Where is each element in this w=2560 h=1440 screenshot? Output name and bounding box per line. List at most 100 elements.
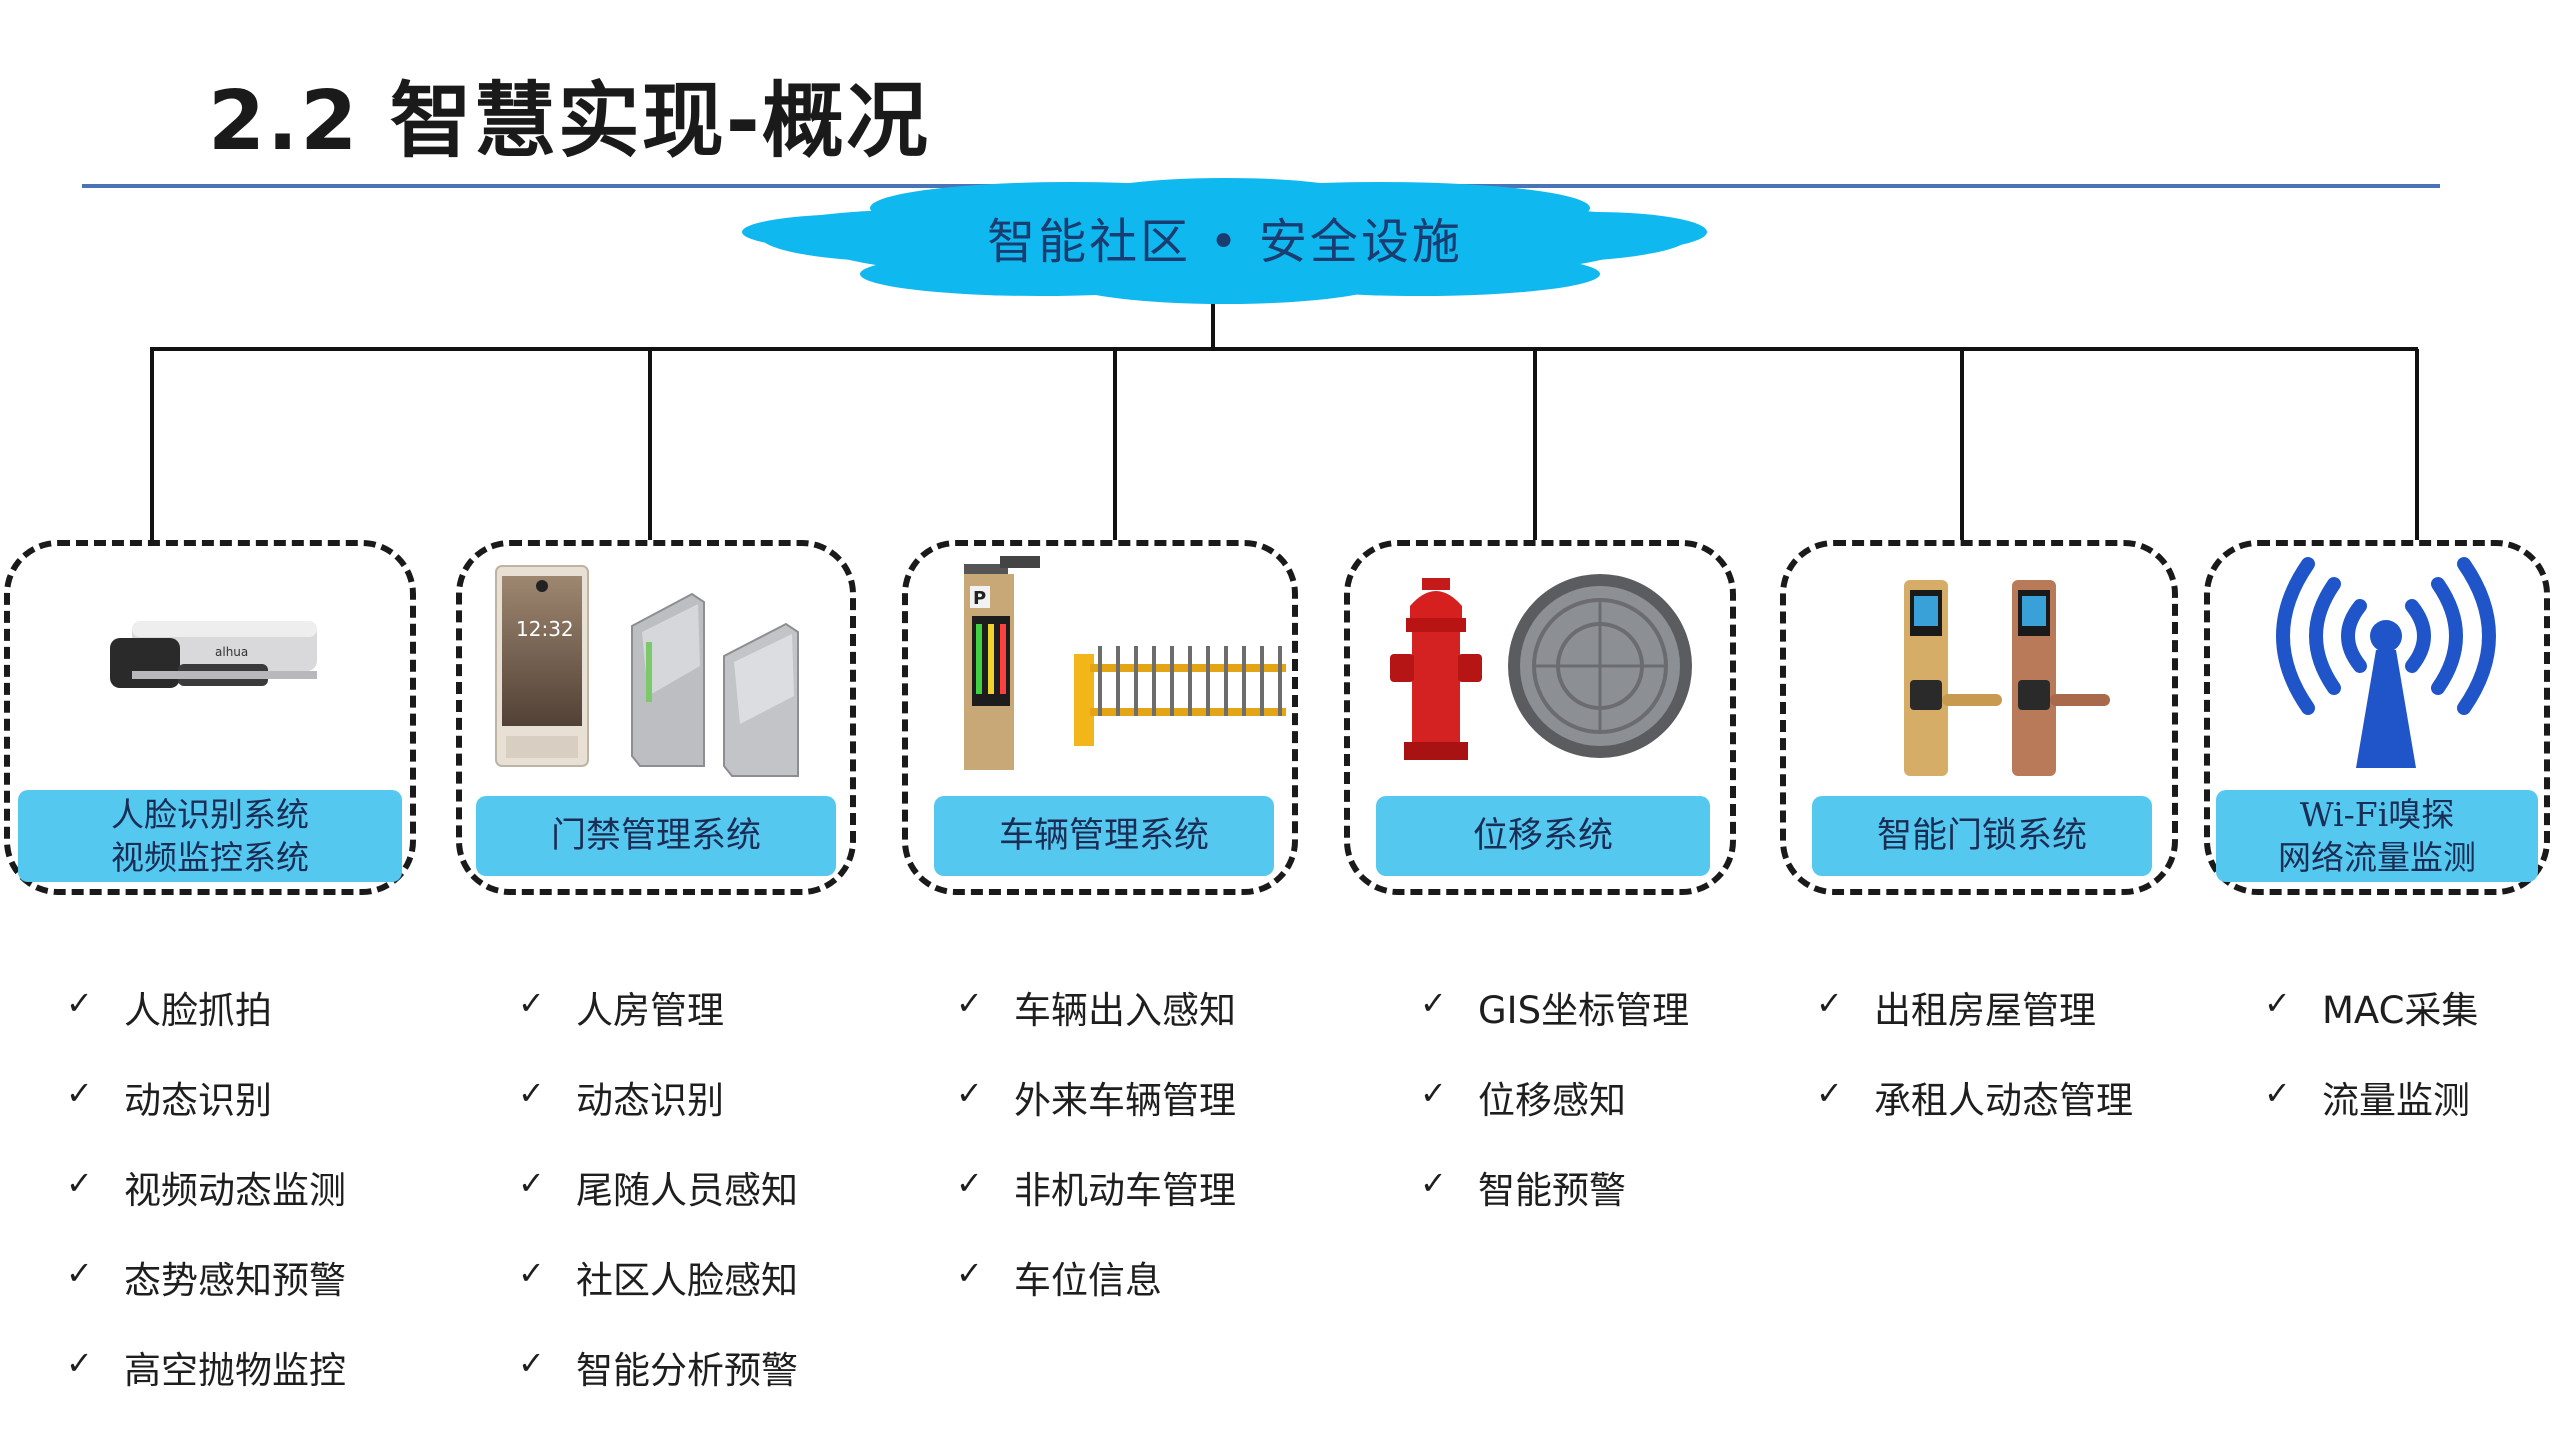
feature-item: ✓ 视频动态监测 [64,1160,346,1250]
feature-text: 人脸抓拍 [124,989,272,1032]
module-panel-vehicle: P 车辆管理系统 [902,540,1298,895]
feature-text: 社区人脸感知 [576,1259,798,1302]
feature-text: 视频动态监测 [124,1169,346,1212]
check-icon: ✓ [1420,984,1447,1022]
feature-text: 车辆出入感知 [1014,989,1236,1032]
feature-text: 非机动车管理 [1014,1169,1236,1212]
check-icon: ✓ [66,984,93,1022]
feature-text: GIS坐标管理 [1478,989,1690,1032]
feature-item: ✓ 尾随人员感知 [516,1160,798,1250]
check-icon: ✓ [1420,1074,1447,1112]
feature-text: 智能分析预警 [576,1349,798,1392]
root-cloud-node: 智能社区 • 安全设施 [740,178,1710,306]
feature-text: 智能预警 [1478,1169,1626,1212]
feature-item: ✓ 车辆出入感知 [954,980,1236,1070]
module-label-line: 视频监控系统 [111,838,309,877]
module-label-line: 人脸识别系统 [111,795,309,834]
module-label: Wi-Fi嗅探 网络流量监测 [2216,790,2538,882]
feature-text: 动态识别 [124,1079,272,1122]
feature-text: MAC采集 [2322,989,2479,1032]
module-label-line: 位移系统 [1472,816,1613,856]
check-icon: ✓ [956,1254,983,1292]
module-label-line: 车辆管理系统 [998,816,1209,856]
check-icon: ✓ [66,1344,93,1382]
feature-item: ✓ 车位信息 [954,1250,1236,1340]
feature-item: ✓ 承租人动态管理 [1814,1070,2133,1160]
feature-text: 出租房屋管理 [1874,989,2096,1032]
check-icon: ✓ [518,1254,545,1292]
check-icon: ✓ [66,1164,93,1202]
feature-item: ✓ 人房管理 [516,980,798,1070]
check-icon: ✓ [956,984,983,1022]
feature-item: ✓ 人脸抓拍 [64,980,346,1070]
check-icon: ✓ [518,1344,545,1382]
check-icon: ✓ [1816,1074,1843,1112]
fire-hydrant-icon [1390,574,1692,760]
check-icon: ✓ [518,984,545,1022]
check-icon: ✓ [956,1074,983,1112]
module-label: 车辆管理系统 [934,796,1274,876]
module-label: 人脸识别系统 视频监控系统 [18,790,402,882]
module-panel-face-video: alhua 人脸识别系统 视频监控系统 [4,540,416,895]
check-icon: ✓ [2264,984,2291,1022]
feature-item: ✓ 非机动车管理 [954,1160,1236,1250]
feature-list-wifi: ✓ MAC采集 ✓ 流量监测 [2262,980,2478,1160]
wifi-signal-icon [2276,557,2496,768]
module-panel-smart-lock: 智能门锁系统 [1780,540,2178,895]
feature-item: ✓态势感知预警 [64,1250,346,1340]
feature-item: ✓ 位移感知 [1418,1070,1689,1160]
check-icon: ✓ [66,1074,93,1112]
feature-text: 高空抛物监控 [124,1349,346,1392]
module-label-line: 门禁管理系统 [550,816,761,856]
module-label-line: 网络流量监测 [2278,838,2476,877]
bullet-camera-icon: alhua [110,621,317,688]
check-icon: ✓ [518,1164,545,1202]
smart-door-lock-icon [1904,580,2110,776]
check-icon: ✓ [1420,1164,1447,1202]
feature-item: ✓ MAC采集 [2262,980,2478,1070]
feature-text: 人房管理 [576,989,724,1032]
feature-text: 外来车辆管理 [1014,1079,1236,1122]
feature-text: 动态识别 [576,1079,724,1122]
feature-list-face-video: ✓ 人脸抓拍 ✓ 动态识别 ✓ 视频动态监测 ✓态势感知预警 ✓ 高空抛物监控 [64,980,346,1430]
feature-item: ✓ 动态识别 [516,1070,798,1160]
feature-list-access-control: ✓ 人房管理 ✓ 动态识别 ✓ 尾随人员感知 ✓ 社区人脸感知 ✓ 智能分析预警 [516,980,798,1430]
module-label: 门禁管理系统 [476,796,836,876]
turnstile-gate-icon [631,592,799,777]
svg-text:alhua: alhua [215,645,248,659]
feature-item: ✓ 外来车辆管理 [954,1070,1236,1160]
feature-item: ✓ GIS坐标管理 [1418,980,1689,1070]
feature-item: ✓ 流量监测 [2262,1070,2478,1160]
check-icon: ✓ [956,1164,983,1202]
feature-item: ✓ 高空抛物监控 [64,1340,346,1430]
module-label: 位移系统 [1376,796,1710,876]
feature-item: ✓ 智能预警 [1418,1160,1689,1250]
module-panel-wifi: Wi-Fi嗅探 网络流量监测 [2204,540,2550,895]
feature-list-displacement: ✓ GIS坐标管理 ✓ 位移感知 ✓ 智能预警 [1418,980,1689,1250]
check-icon: ✓ [518,1074,545,1112]
module-label-line: 智能门锁系统 [1876,816,2087,856]
barrier-gate-icon [1074,646,1286,746]
access-control-panel-icon: 12:32 [495,565,799,777]
cloud-shape [742,178,1707,304]
parking-terminal-icon: P [964,556,1286,770]
feature-item: ✓ 智能分析预警 [516,1340,798,1430]
check-icon: ✓ [1816,984,1843,1022]
module-label: 智能门锁系统 [1812,796,2152,876]
feature-text: 流量监测 [2322,1079,2470,1122]
module-panel-displacement: 位移系统 [1344,540,1736,895]
check-icon: ✓ [2264,1074,2291,1112]
feature-text: 尾随人员感知 [576,1169,798,1212]
feature-item: ✓ 出租房屋管理 [1814,980,2133,1070]
module-label-line: Wi-Fi嗅探 [2299,795,2455,834]
svg-text:P: P [973,588,986,609]
feature-text: 位移感知 [1478,1079,1626,1122]
feature-list-smart-lock: ✓ 出租房屋管理 ✓ 承租人动态管理 [1814,980,2133,1160]
feature-item: ✓ 社区人脸感知 [516,1250,798,1340]
feature-text: 车位信息 [1014,1259,1162,1302]
root-label: 智能社区 • 安全设施 [987,214,1463,270]
module-panel-access-control: 12:32 门禁管理系统 [456,540,856,895]
feature-text: 承租人动态管理 [1874,1079,2133,1122]
feature-item: ✓ 动态识别 [64,1070,346,1160]
